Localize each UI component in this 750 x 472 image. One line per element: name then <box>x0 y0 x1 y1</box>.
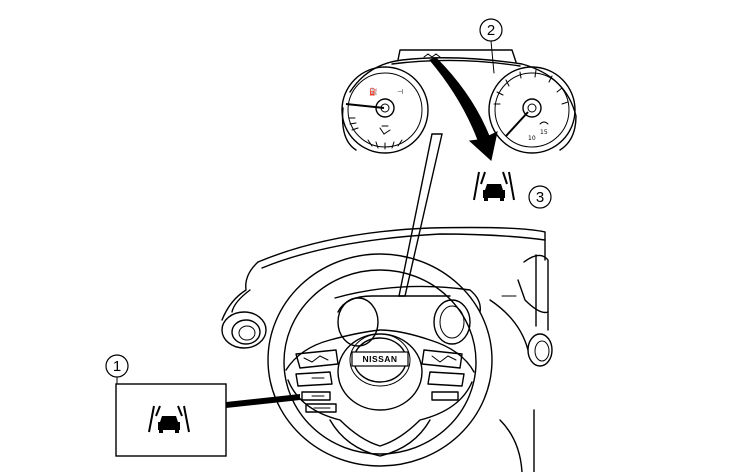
right-spoke-switches <box>421 349 465 401</box>
instrument-cluster: ⛽ ⊣ 15 10 <box>341 49 577 154</box>
callout-1-label: 1 <box>113 358 121 375</box>
left-gauge: ⛽ ⊣ <box>341 66 429 154</box>
svg-text:⊣: ⊣ <box>397 88 403 96</box>
right-air-vent <box>527 333 553 367</box>
callout-2-label: 2 <box>487 22 495 39</box>
callout-1: 1 <box>105 354 129 385</box>
svg-text:⛽: ⛽ <box>369 87 378 96</box>
lane-departure-warning-icon <box>473 171 515 201</box>
callout-3-label: 3 <box>536 189 544 206</box>
left-air-vent <box>221 311 267 349</box>
callout-2: 2 <box>479 18 503 74</box>
steering-wheel-logo: NISSAN <box>362 354 397 364</box>
leader-line-cluster <box>398 133 443 297</box>
svg-text:15: 15 <box>540 129 548 136</box>
lane-departure-warning-icon <box>148 405 190 433</box>
switch-icon-box <box>115 383 227 457</box>
callout-3: 3 <box>528 185 552 209</box>
dashboard <box>221 226 553 472</box>
steering-wheel: NISSAN <box>267 253 493 467</box>
left-spoke-switches <box>295 349 339 413</box>
right-gauge: 15 10 <box>488 66 576 154</box>
highlight-arrow <box>429 57 498 161</box>
svg-text:10: 10 <box>528 135 536 142</box>
leader-line-switch <box>226 394 300 408</box>
